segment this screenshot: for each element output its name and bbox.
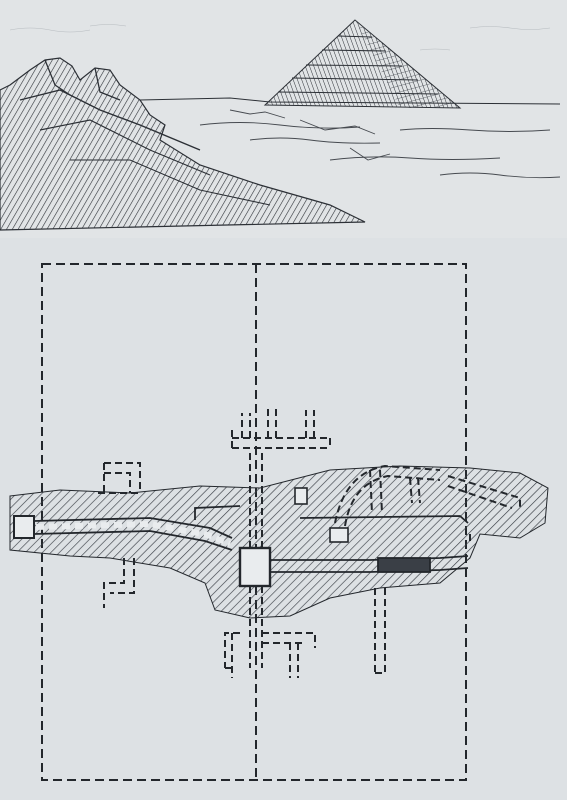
pyramid-shape [263, 19, 462, 109]
landscape-engraving [0, 0, 567, 238]
plan-svg [0, 238, 567, 800]
landscape-svg [0, 0, 567, 238]
west-passages [98, 462, 141, 608]
rock-outcrop [0, 57, 366, 231]
north-passages [231, 408, 331, 548]
rock-body [9, 465, 549, 619]
central-chamber [238, 546, 272, 588]
entrance-chamber [13, 515, 35, 539]
underground-plan [0, 238, 567, 800]
east-passages [334, 464, 521, 674]
south-passages [224, 586, 316, 678]
main-corridor [33, 517, 233, 551]
